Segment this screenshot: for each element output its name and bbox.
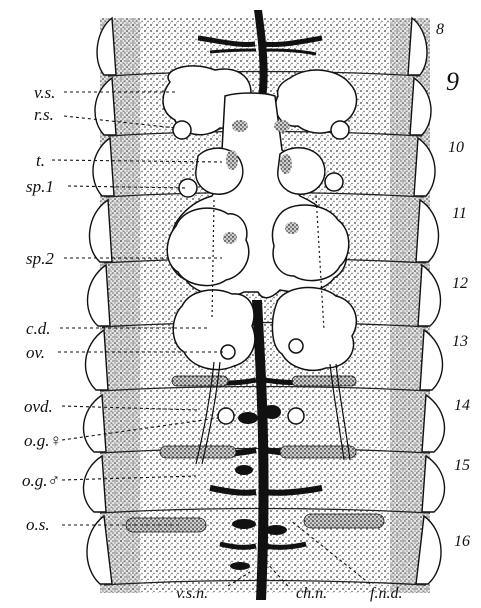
segment-number-13: 13 [452, 333, 468, 350]
label-og-female: o.g.♀ [24, 431, 62, 450]
segment-number-10: 10 [448, 139, 464, 156]
band [280, 446, 356, 458]
lobe-right [416, 200, 438, 262]
band [304, 514, 384, 528]
label-os: o.s. [26, 515, 50, 534]
band [172, 376, 228, 386]
label-ov: ov. [26, 343, 45, 362]
ovary-sac-right [272, 287, 356, 370]
lobe-left [86, 330, 108, 390]
left-labels: v.s. r.s. t. sp.1 sp.2 c.d. ov. ovd. o.g… [22, 83, 62, 534]
ovary [289, 339, 303, 353]
label-rs: r.s. [34, 105, 54, 124]
lobe-left [84, 456, 106, 512]
segment-number-8: 8 [436, 21, 444, 38]
marking [223, 232, 237, 244]
marking [285, 222, 299, 234]
vesicle [179, 179, 197, 197]
ganglion [232, 519, 256, 529]
segment-numbers: 8 9 10 11 12 13 14 15 16 [436, 21, 470, 550]
lobe-left [95, 78, 116, 135]
ganglion [238, 412, 258, 424]
marking [226, 150, 238, 170]
ovisac [288, 408, 304, 424]
segment-number-11: 11 [452, 205, 467, 222]
label-ovd: ovd. [24, 397, 53, 416]
ovary [221, 345, 235, 359]
label-chn: ch.n. [296, 585, 327, 602]
marking [274, 120, 290, 132]
lobe-left [90, 200, 112, 262]
vesicle [173, 121, 191, 139]
lobe-right [422, 456, 444, 512]
lobe-right [414, 138, 435, 196]
ovisac [218, 408, 234, 424]
segment-number-16: 16 [454, 533, 470, 550]
lobe-right [420, 330, 442, 390]
lobe-left [84, 395, 106, 452]
spermatheca-left [167, 208, 249, 285]
vesicle [331, 121, 349, 139]
lobe-right [422, 395, 444, 452]
lobe-left [97, 18, 116, 75]
ganglion [265, 525, 287, 535]
label-vs: v.s. [34, 83, 55, 102]
marking [232, 120, 248, 132]
segment-number-9: 9 [446, 67, 459, 96]
label-vsn: v.s.n. [176, 585, 208, 602]
label-fnd: f.n.d. [370, 585, 402, 602]
lobe-right [418, 265, 440, 326]
vesicle [325, 173, 343, 191]
ganglion [263, 405, 281, 419]
label-t: t. [36, 151, 45, 170]
label-sp1: sp.1 [26, 177, 54, 196]
label-og-male: o.g.♂ [22, 471, 60, 490]
lobe-left [88, 265, 110, 326]
ganglion [235, 465, 253, 475]
segment-number-12: 12 [452, 275, 468, 292]
segment-number-14: 14 [454, 397, 470, 414]
label-sp2: sp.2 [26, 249, 54, 268]
ganglion [230, 562, 250, 570]
marking [280, 154, 292, 174]
band [292, 376, 356, 386]
label-cd: c.d. [26, 319, 51, 338]
segment-number-15: 15 [454, 457, 470, 474]
lobe-left [93, 138, 114, 196]
